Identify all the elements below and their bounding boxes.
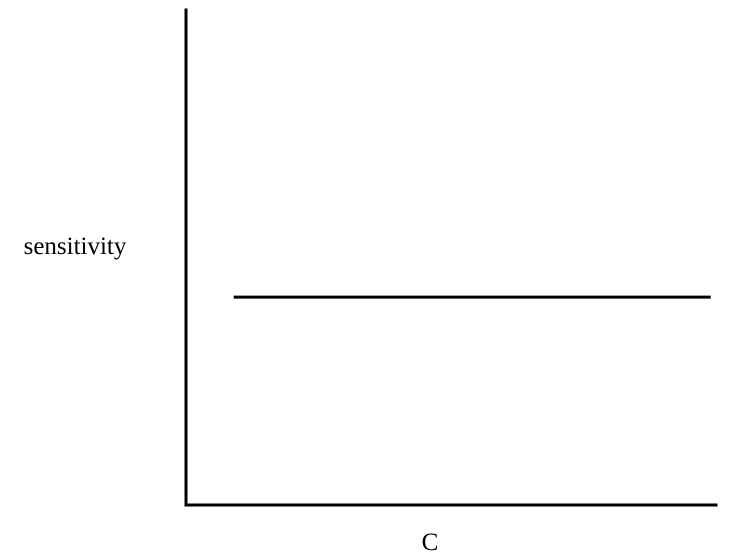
x-axis-label: C [422, 529, 439, 556]
y-axis-label: sensitivity [24, 233, 127, 260]
plot-area [184, 8, 718, 507]
